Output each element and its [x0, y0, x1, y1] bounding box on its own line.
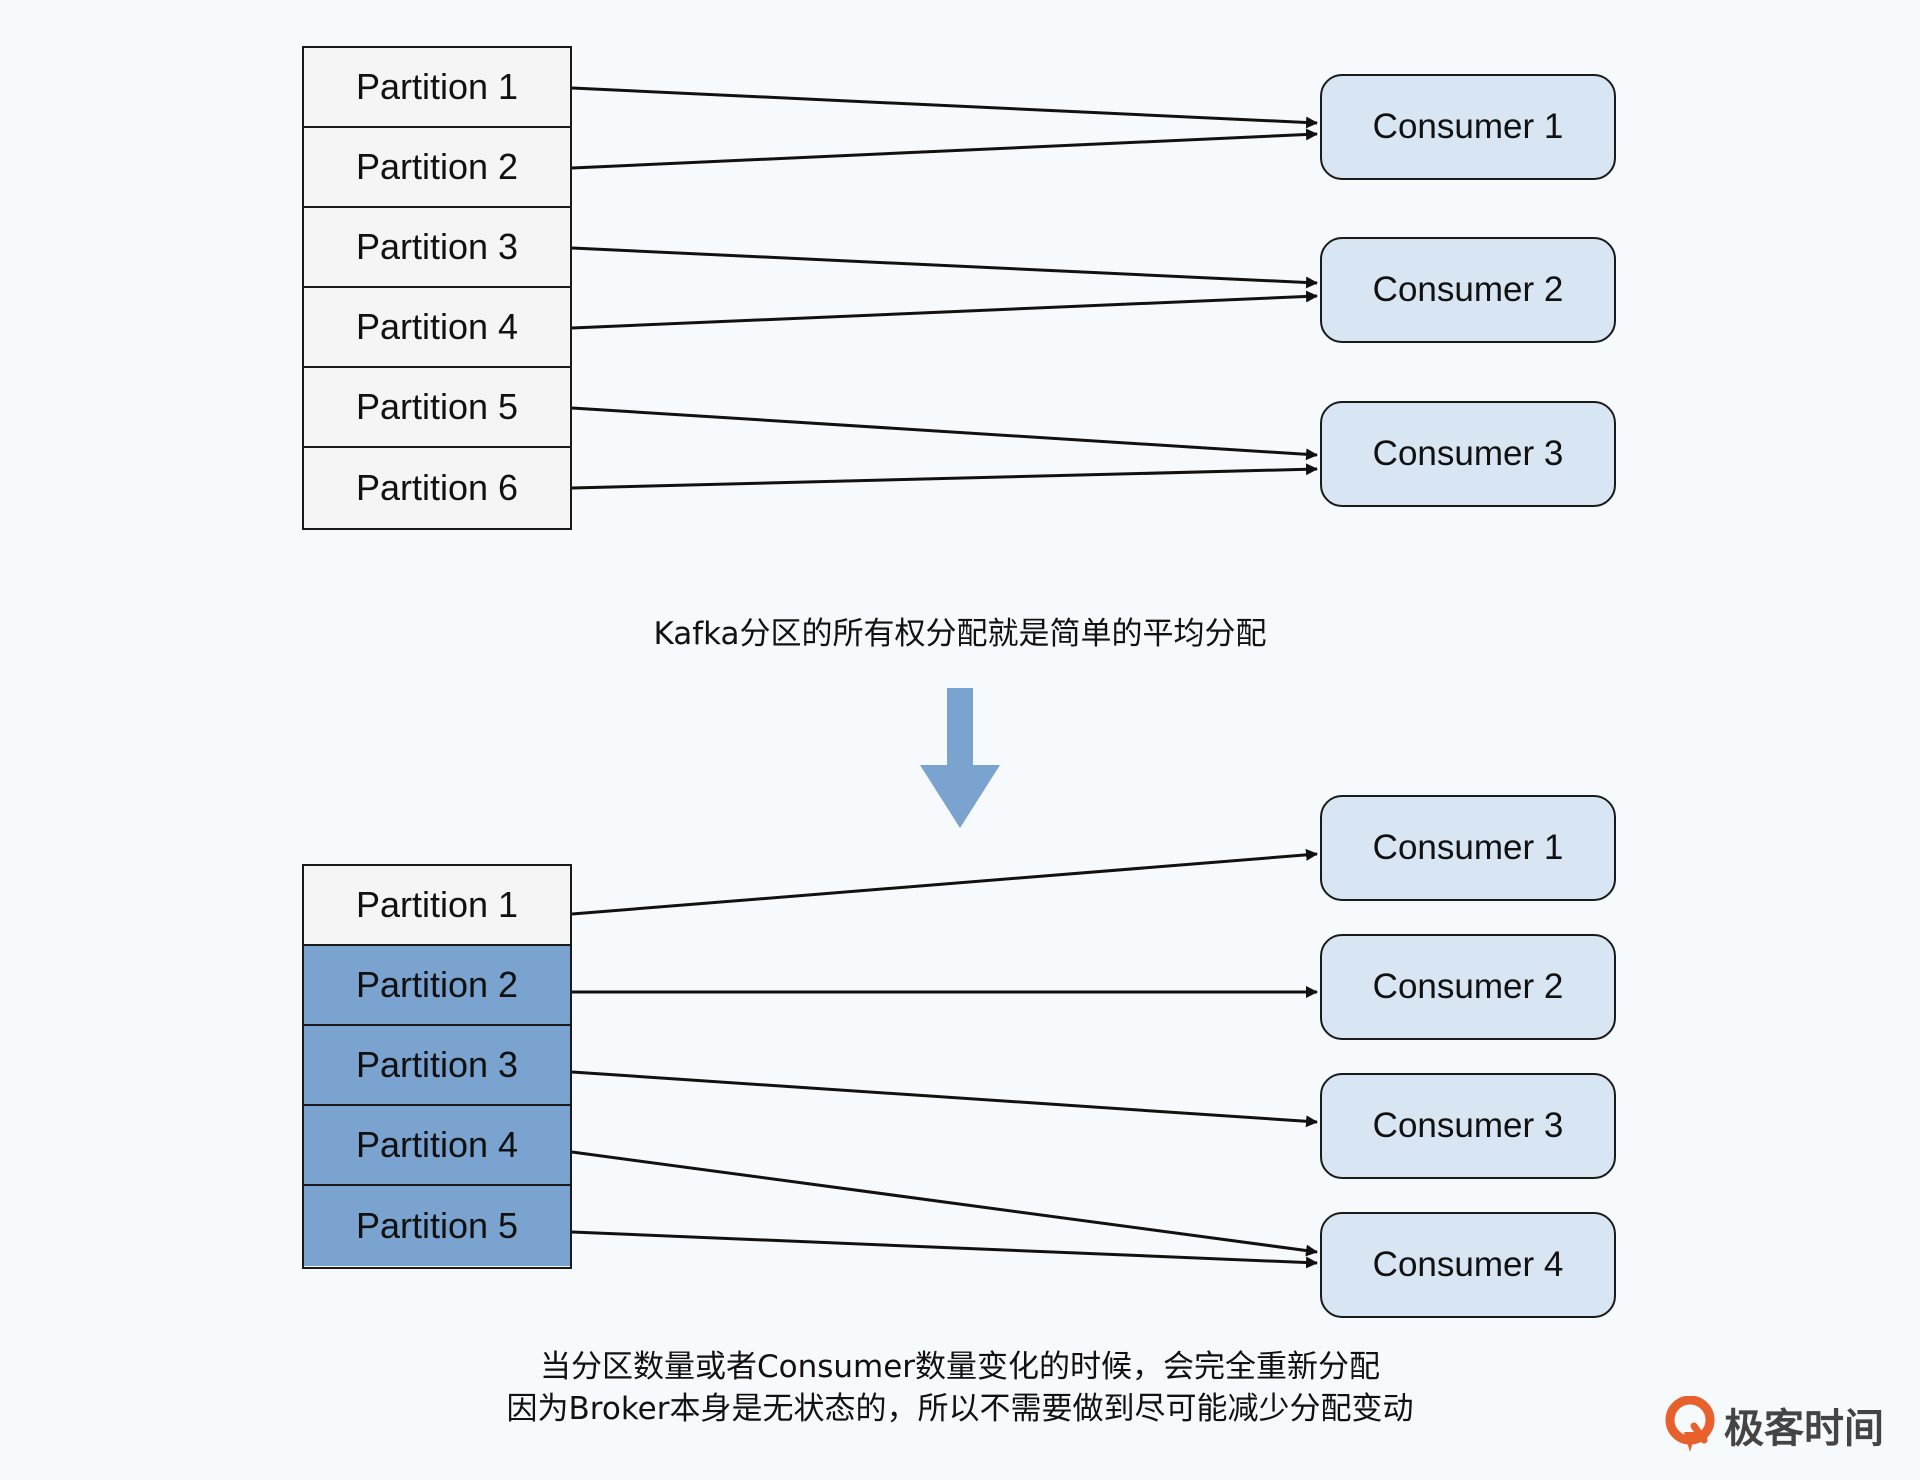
- partition-4-reassigned: Partition 4: [304, 1106, 570, 1186]
- partition-2: Partition 2: [304, 128, 570, 208]
- arrow-bottom-p4-c4: [571, 1150, 1318, 1257]
- consumer-1-bottom: Consumer 1: [1320, 795, 1616, 901]
- caption-top: Kafka分区的所有权分配就是简单的平均分配: [653, 616, 1267, 652]
- partition-2-reassigned: Partition 2: [304, 946, 570, 1026]
- bottom-assignment-arrows: [571, 848, 1318, 1269]
- arrow-top-p4-c2: [571, 290, 1318, 330]
- arrow-top-p6-c3: [571, 463, 1318, 490]
- consumer-3-top: Consumer 3: [1320, 401, 1616, 507]
- arrow-top-p3-c2: [571, 246, 1318, 289]
- top-partition-stack: Partition 1 Partition 2 Partition 3 Part…: [302, 46, 572, 530]
- caption-bottom-line-2: 因为Broker本身是无状态的，所以不需要做到尽可能减少分配变动: [506, 1391, 1414, 1427]
- caption-bottom-line-1: 当分区数量或者Consumer数量变化的时候，会完全重新分配: [539, 1349, 1381, 1385]
- consumer-2-top: Consumer 2: [1320, 237, 1616, 343]
- partition-6: Partition 6: [304, 448, 570, 528]
- consumer-1-top: Consumer 1: [1320, 74, 1616, 180]
- arrow-bottom-p1-c1: [571, 848, 1318, 916]
- top-assignment-arrows: [571, 86, 1318, 490]
- partition-4: Partition 4: [304, 288, 570, 368]
- brand-logo: 极客时间: [1664, 1396, 1884, 1454]
- consumer-2-bottom: Consumer 2: [1320, 934, 1616, 1040]
- arrow-top-p1-c1: [571, 86, 1318, 129]
- consumer-3-bottom: Consumer 3: [1320, 1073, 1616, 1179]
- partition-5-reassigned: Partition 5: [304, 1186, 570, 1266]
- partition-1: Partition 1: [304, 48, 570, 128]
- geektime-logo-icon: [1665, 1396, 1715, 1452]
- partition-5: Partition 5: [304, 368, 570, 448]
- partition-3-reassigned: Partition 3: [304, 1026, 570, 1106]
- partition-3: Partition 3: [304, 208, 570, 288]
- arrow-bottom-p3-c3: [571, 1070, 1318, 1128]
- brand-name: 极客时间: [1724, 1406, 1884, 1452]
- partition-1: Partition 1: [304, 866, 570, 946]
- caption-bottom: 当分区数量或者Consumer数量变化的时候，会完全重新分配 因为Broker本…: [0, 1346, 1920, 1430]
- arrow-top-p5-c3: [571, 406, 1318, 461]
- bottom-partition-stack: Partition 1 Partition 2 Partition 3 Part…: [302, 864, 572, 1269]
- transition-arrow-icon: [920, 688, 1000, 828]
- arrow-bottom-p5-c4: [571, 1230, 1318, 1269]
- arrow-top-p2-c1: [571, 128, 1318, 170]
- consumer-4-bottom: Consumer 4: [1320, 1212, 1616, 1318]
